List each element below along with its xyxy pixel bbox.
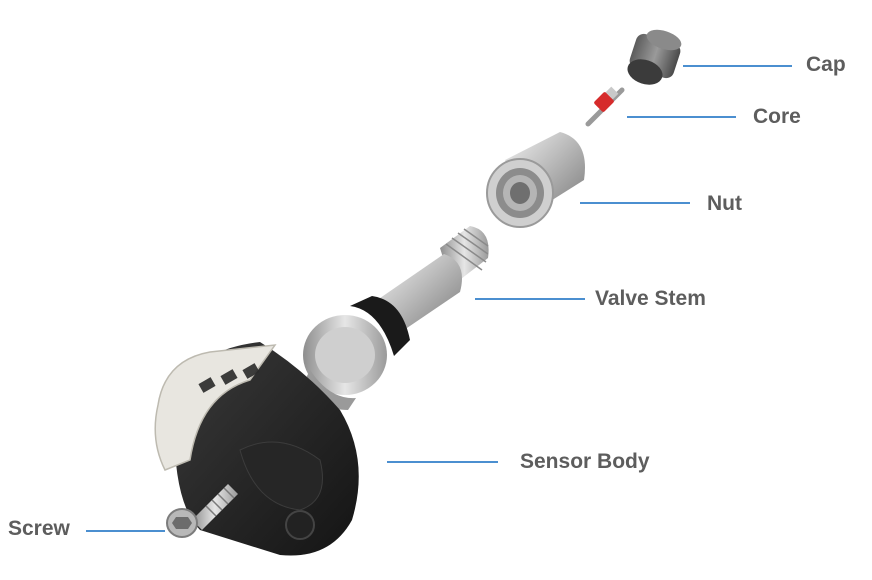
- core-label: Core: [753, 105, 801, 128]
- core-part: [585, 86, 625, 127]
- sensor-body-label: Sensor Body: [520, 450, 650, 473]
- screw-part: [166, 484, 238, 538]
- cap-part: [627, 29, 682, 85]
- nut-label: Nut: [707, 192, 742, 215]
- nut-part: [486, 132, 585, 228]
- valve-stem-part: [350, 226, 489, 356]
- nut-leader-line: [580, 202, 690, 204]
- sensor-body-leader-line: [387, 461, 498, 463]
- cap-leader-line: [683, 65, 792, 67]
- cap-label: Cap: [806, 53, 846, 76]
- valve-stem-label: Valve Stem: [595, 287, 706, 310]
- screw-label: Screw: [8, 517, 70, 540]
- screw-leader-line: [86, 530, 165, 532]
- valve-stem-leader-line: [475, 298, 585, 300]
- core-leader-line: [627, 116, 736, 118]
